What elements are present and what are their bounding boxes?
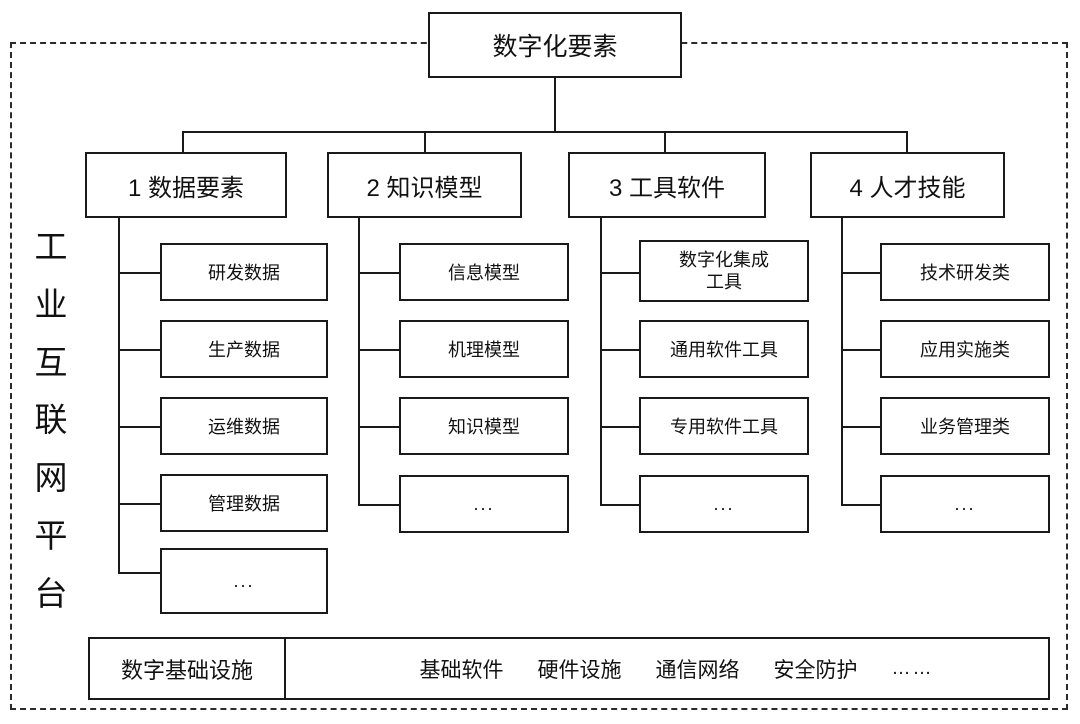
platform-label: 工 业 互 联 网 平 台: [20, 230, 82, 610]
infrastructure-item-0: 基础软件: [419, 658, 504, 682]
category-node-2: 2 知识模型: [327, 152, 522, 218]
connector-stub-2-1: [358, 272, 400, 274]
leaf-node-1-1: 研发数据: [160, 243, 328, 301]
leaf-node-3-4: ...: [639, 475, 809, 533]
platform-label-char-2: 互: [34, 343, 68, 381]
leaf-node-4-1: 技术研发类: [880, 243, 1050, 301]
connector-root-stem: [554, 78, 556, 132]
connector-spine-cat-4: [841, 218, 843, 505]
infrastructure-label-box: 数字基础设施: [88, 637, 286, 700]
leaf-node-3-2: 通用软件工具: [639, 320, 809, 378]
leaf-node-4-4: ...: [880, 475, 1050, 533]
connector-drop-cat-3: [664, 131, 666, 152]
leaf-node-1-5: ...: [160, 548, 328, 614]
leaf-node-2-4: ...: [399, 475, 569, 533]
connector-spine-cat-2: [358, 218, 360, 505]
infrastructure-strip: 基础软件 硬件设施 通信网络 安全防护 ……: [283, 637, 1050, 700]
platform-label-char-3: 联: [34, 401, 68, 439]
connector-stub-4-4: [841, 504, 881, 506]
connector-stub-1-3: [118, 426, 162, 428]
connector-stub-4-2: [841, 349, 881, 351]
leaf-node-2-2: 机理模型: [399, 320, 569, 378]
leaf-node-4-3: 业务管理类: [880, 397, 1050, 455]
connector-stub-1-5: [118, 572, 162, 574]
category-node-1: 1 数据要素: [85, 152, 287, 218]
leaf-node-3-1: 数字化集成 工具: [639, 240, 809, 302]
connector-stub-4-3: [841, 426, 881, 428]
leaf-node-2-1: 信息模型: [399, 243, 569, 301]
platform-label-char-0: 工: [34, 228, 68, 265]
infrastructure-item-2: 通信网络: [655, 658, 740, 682]
connector-spine-cat-1: [118, 218, 120, 573]
leaf-node-1-2: 生产数据: [160, 320, 328, 378]
connector-spine-cat-3: [600, 218, 602, 505]
leaf-node-1-4: 管理数据: [160, 474, 328, 532]
connector-stub-1-4: [118, 503, 162, 505]
platform-label-char-1: 业: [34, 285, 68, 323]
platform-label-char-6: 台: [34, 574, 68, 612]
category-node-4: 4 人才技能: [810, 152, 1005, 218]
connector-stub-2-2: [358, 349, 400, 351]
connector-drop-cat-1: [182, 131, 184, 152]
connector-drop-cat-2: [424, 131, 426, 152]
leaf-node-2-3: 知识模型: [399, 397, 569, 455]
platform-label-char-4: 网: [34, 459, 68, 497]
connector-stub-3-4: [600, 504, 640, 506]
connector-stub-3-1: [600, 272, 640, 274]
connector-drop-cat-4: [906, 131, 908, 152]
connector-stub-2-4: [358, 504, 400, 506]
leaf-node-3-3: 专用软件工具: [639, 397, 809, 455]
root-node-digital-elements: 数字化要素: [428, 12, 682, 78]
connector-bus: [182, 131, 908, 133]
connector-stub-2-3: [358, 426, 400, 428]
leaf-node-1-3: 运维数据: [160, 397, 328, 455]
connector-stub-3-2: [600, 349, 640, 351]
connector-stub-4-1: [841, 272, 881, 274]
infrastructure-item-3: 安全防护: [773, 658, 858, 682]
connector-stub-1-2: [118, 349, 162, 351]
infrastructure-item-1: 硬件设施: [537, 658, 622, 682]
leaf-node-4-2: 应用实施类: [880, 320, 1050, 378]
infrastructure-item-4: ……: [891, 657, 934, 679]
connector-stub-3-3: [600, 426, 640, 428]
category-node-3: 3 工具软件: [568, 152, 766, 218]
platform-label-char-5: 平: [34, 517, 68, 555]
connector-stub-1-1: [118, 272, 162, 274]
